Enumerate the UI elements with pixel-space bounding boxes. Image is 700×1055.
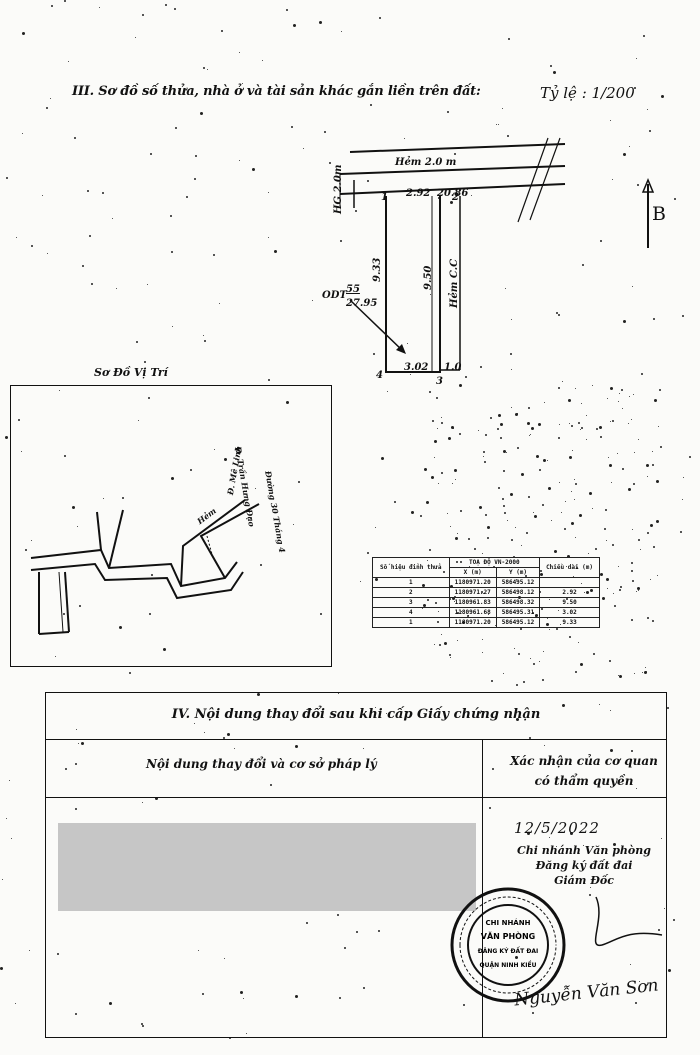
- alley-label: Hẻm 2.0 m: [395, 157, 457, 168]
- changes-content-header: Nội dung thay đổi và cơ sở pháp lý: [146, 757, 377, 771]
- table-cell: 9.33: [539, 617, 600, 628]
- edge-top-left: 2.92: [406, 188, 431, 199]
- edge-top-right: 20.86: [437, 188, 469, 199]
- table-cell: 4: [372, 607, 450, 618]
- location-map-title: Sơ Đồ Vị Trí: [94, 366, 168, 379]
- parcel-number: 55: [346, 284, 360, 295]
- official-stamp: CHI NHÁNH VĂN PHÒNG ĐĂNG KÝ ĐẤT ĐAI QUẬN…: [450, 887, 566, 1003]
- authority-header: Xác nhận của cơ quan có thẩm quyền: [504, 751, 664, 791]
- table-cell: 1: [372, 577, 450, 588]
- authority-header-2: có thẩm quyền: [534, 774, 634, 788]
- col-y: Y (m): [495, 567, 541, 578]
- scale-label: Tỷ lệ : 1/200: [540, 84, 635, 102]
- col-length: Chiều dài (m): [539, 557, 600, 578]
- edge-right: 9.50: [423, 265, 434, 290]
- edge-bottom-right: 1.0: [444, 362, 462, 373]
- parcel-code: ODT: [322, 290, 347, 301]
- stamp-line-3: ĐĂNG KÝ ĐẤT ĐAI: [478, 947, 539, 955]
- table-cell: 1180971.20: [448, 577, 497, 588]
- parcel-area: 27.95: [346, 298, 378, 309]
- sign-date: 12/5/2022: [514, 819, 600, 837]
- table-cell: 1180971.27: [448, 587, 497, 598]
- section-title: III. Sơ đồ số thửa, nhà ở và tài sản khá…: [72, 84, 481, 99]
- north-arrow-icon: [641, 178, 655, 248]
- office-line-2: Đăng ký đất đai: [535, 859, 633, 872]
- office-line-3: Giám Đốc: [554, 874, 614, 887]
- table-cell: 1180961.83: [448, 597, 497, 608]
- table-cell: 1: [372, 617, 450, 628]
- table-cell: 586498.32: [495, 597, 541, 608]
- col-vertex: Số hiệu đỉnh thửa: [372, 557, 450, 578]
- table-cell: 586495.12: [495, 577, 541, 588]
- table-cell: 3: [372, 597, 450, 608]
- office-name: Chi nhánh Văn phòng Đăng ký đất đai Giám…: [504, 843, 664, 888]
- signature-scribble: [594, 896, 663, 946]
- neighbor-label: Hẻm C.C: [449, 258, 460, 308]
- col-x: X (m): [448, 567, 497, 578]
- table-cell: 9.50: [539, 597, 600, 608]
- vertex-3: 3: [436, 376, 443, 387]
- table-cell: 3.02: [539, 607, 600, 618]
- table-cell: 2.92: [539, 587, 600, 598]
- table-caption: TOẠ ĐỘ VN-2000: [448, 557, 541, 568]
- table-cell: 586495.31: [495, 607, 541, 618]
- alley-width-label: HG 2.0m: [333, 164, 344, 214]
- edge-left: 9.33: [372, 257, 383, 282]
- redacted-content: [58, 823, 476, 911]
- stamp-line-4: QUẬN NINH KIỀU: [480, 960, 537, 969]
- vertex-4: 4: [376, 370, 383, 381]
- table-cell: 1180971.20: [448, 617, 497, 628]
- table-cell: 586498.12: [495, 587, 541, 598]
- stamp-line-1: CHI NHÁNH: [486, 918, 531, 927]
- table-cell: 2: [372, 587, 450, 598]
- table-cell: 586495.12: [495, 617, 541, 628]
- changes-section: IV. Nội dung thay đổi sau khi cấp Giấy c…: [45, 692, 667, 1038]
- stamp-line-2: VĂN PHÒNG: [481, 930, 535, 941]
- vertex-2: 2: [452, 192, 459, 203]
- office-line-1: Chi nhánh Văn phòng: [517, 844, 651, 857]
- location-map-roads: [30, 499, 260, 635]
- changes-title: IV. Nội dung thay đổi sau khi cấp Giấy c…: [171, 707, 541, 722]
- vertex-1: 1: [381, 192, 388, 203]
- north-label: B: [652, 203, 666, 225]
- table-cell: [539, 577, 600, 588]
- location-map: Đ. Trần Hưng Đạo Đ. Mê Linh Hẻm Đường 30…: [10, 385, 332, 667]
- authority-header-1: Xác nhận của cơ quan: [510, 754, 658, 768]
- edge-bottom-left: 3.02: [404, 362, 429, 373]
- table-cell: 1180961.68: [448, 607, 497, 618]
- coordinate-table: Số hiệu đỉnh thửa TOẠ ĐỘ VN-2000 Chiều d…: [372, 557, 600, 628]
- parcel-plot: [339, 137, 566, 373]
